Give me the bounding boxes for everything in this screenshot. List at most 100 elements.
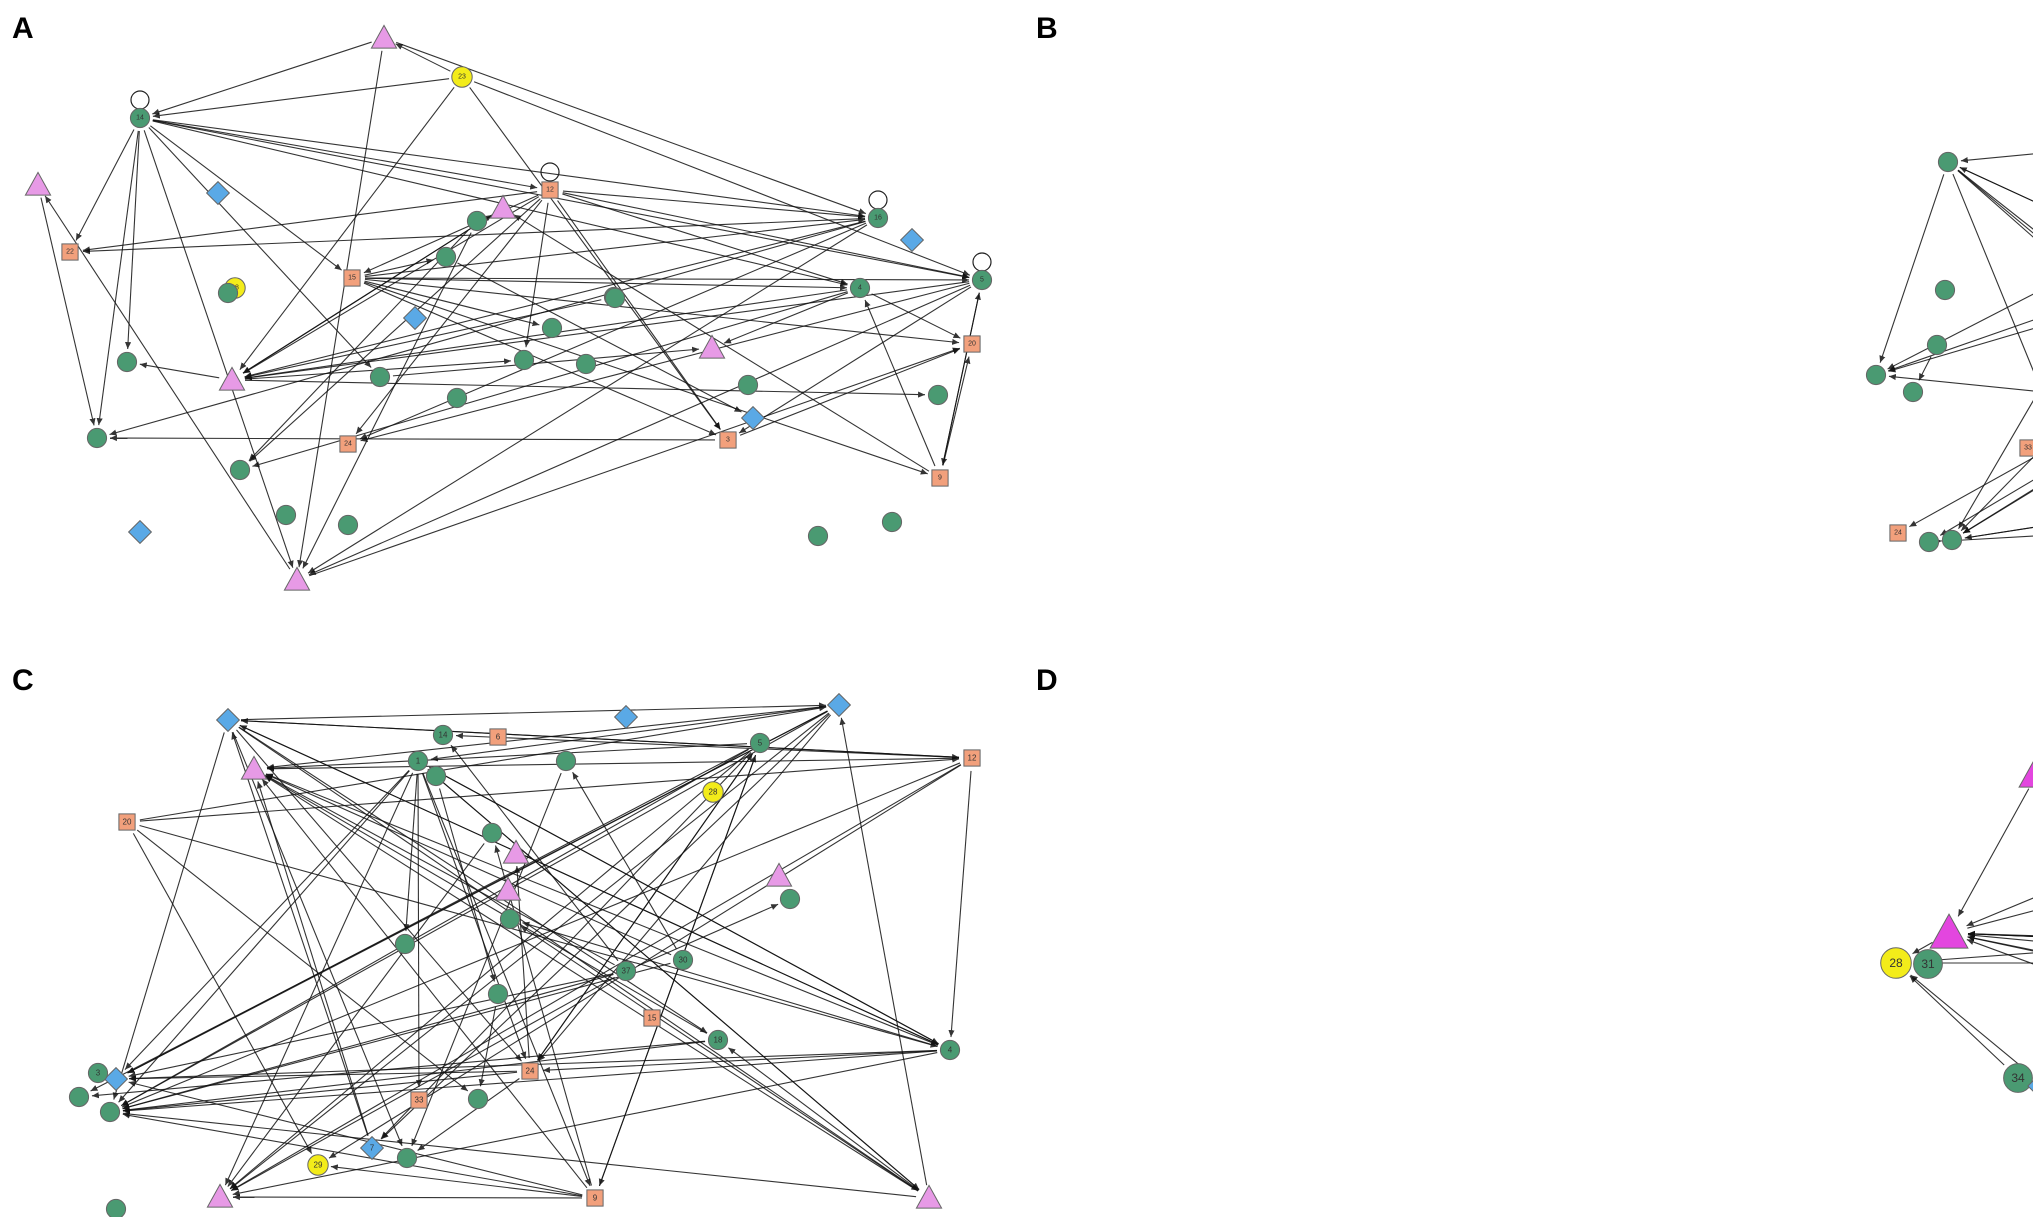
- edge: [240, 702, 827, 721]
- node-shape: [613, 704, 639, 730]
- node-circle: 4: [939, 1039, 961, 1061]
- edge: [422, 772, 591, 1187]
- edge: [1967, 935, 2033, 951]
- node-circle: [1902, 381, 1924, 403]
- node-shape: [707, 1029, 729, 1051]
- node-shape: [103, 1066, 129, 1092]
- node-circle: [446, 387, 468, 409]
- node-diamond: [402, 305, 428, 331]
- node-circle: [1934, 279, 1956, 301]
- edge: [948, 770, 972, 1038]
- node-shape: [575, 353, 597, 375]
- edge: [265, 774, 615, 966]
- edge: [473, 81, 971, 276]
- node-circle: [513, 349, 535, 371]
- panel-letter-b: B: [1036, 12, 1058, 45]
- edge: [562, 192, 970, 279]
- node-shape: [765, 862, 793, 887]
- node-label: 12: [546, 187, 554, 194]
- node-shape: [394, 933, 416, 955]
- edge: [139, 705, 827, 821]
- edge: [122, 1040, 706, 1113]
- node-circle: [466, 210, 488, 232]
- node-shape: [283, 566, 311, 591]
- node-shape: [963, 335, 981, 353]
- panel-letter-a: A: [12, 12, 34, 45]
- self-loop: [540, 162, 560, 182]
- edge: [302, 232, 472, 569]
- edge: [139, 756, 960, 822]
- node-shape: [931, 469, 949, 487]
- node-label: 34: [2011, 1071, 2025, 1085]
- edge: [380, 752, 752, 1139]
- edge: [522, 921, 938, 1047]
- node-circle: 37: [615, 960, 637, 982]
- node-shape: [1913, 949, 1943, 979]
- edge: [1960, 153, 2033, 164]
- edge: [82, 217, 866, 255]
- edge: [494, 845, 592, 1186]
- edge: [239, 724, 939, 1046]
- node-circle: [1926, 334, 1948, 356]
- edge: [227, 843, 485, 1187]
- node-shape: [487, 983, 509, 1005]
- edge: [1957, 169, 2033, 234]
- node-shape: [446, 387, 468, 409]
- edge: [328, 764, 962, 1159]
- node-diamond: [127, 519, 153, 545]
- edge: [229, 712, 830, 1190]
- node-shape: [939, 1039, 961, 1061]
- node-shape: [698, 334, 726, 359]
- edge: [122, 1111, 917, 1198]
- node-shape: [740, 405, 766, 431]
- edge: [469, 87, 721, 430]
- edge: [127, 748, 749, 1074]
- edge: [1966, 939, 2033, 965]
- node-label: 5: [758, 739, 763, 748]
- node-square: 24: [521, 1062, 539, 1080]
- edge: [242, 196, 540, 374]
- node-diamond: [205, 180, 231, 206]
- node-triangle: [502, 839, 530, 864]
- node-shape: [2018, 761, 2033, 788]
- node-diamond: [826, 692, 852, 718]
- node-label: 24: [344, 441, 352, 448]
- node-shape: [1934, 279, 1956, 301]
- node-circle: [467, 1088, 489, 1110]
- edge: [122, 1050, 938, 1114]
- edge: [364, 281, 928, 475]
- node-diamond: [740, 405, 766, 431]
- node-label: 5: [980, 277, 984, 284]
- node-diamond: [215, 707, 241, 733]
- edge: [139, 824, 938, 1048]
- node-shape: [481, 822, 503, 844]
- node-circle: [575, 353, 597, 375]
- edge: [1959, 166, 2033, 202]
- self-loop: [130, 90, 150, 110]
- node-shape: [867, 207, 889, 229]
- edge: [1910, 974, 2031, 1075]
- panel-d: D423783411936401532283135241225275630383…: [1036, 664, 2033, 1093]
- node-shape: [205, 180, 231, 206]
- edge: [429, 766, 939, 1045]
- node-diamond: [613, 704, 639, 730]
- node-circle: [116, 351, 138, 373]
- node-label: 20: [968, 341, 976, 348]
- edge: [1957, 169, 2033, 230]
- node-label: 12: [968, 754, 977, 763]
- node-shape: [217, 282, 239, 304]
- node-triangle: [206, 1183, 234, 1208]
- node-square: 20: [963, 335, 981, 353]
- edge: [121, 762, 961, 1108]
- nodes: 1215332024292851: [1865, 151, 2033, 553]
- node-shape: [215, 707, 241, 733]
- edge: [637, 903, 779, 967]
- edge: [439, 788, 496, 982]
- edge: [75, 129, 135, 241]
- edge: [1887, 293, 2033, 370]
- edge: [1879, 174, 1945, 363]
- node-shape: [702, 781, 724, 803]
- node-shape: [127, 519, 153, 545]
- node-circle: 3: [87, 1062, 109, 1084]
- node-circle: [68, 1086, 90, 1108]
